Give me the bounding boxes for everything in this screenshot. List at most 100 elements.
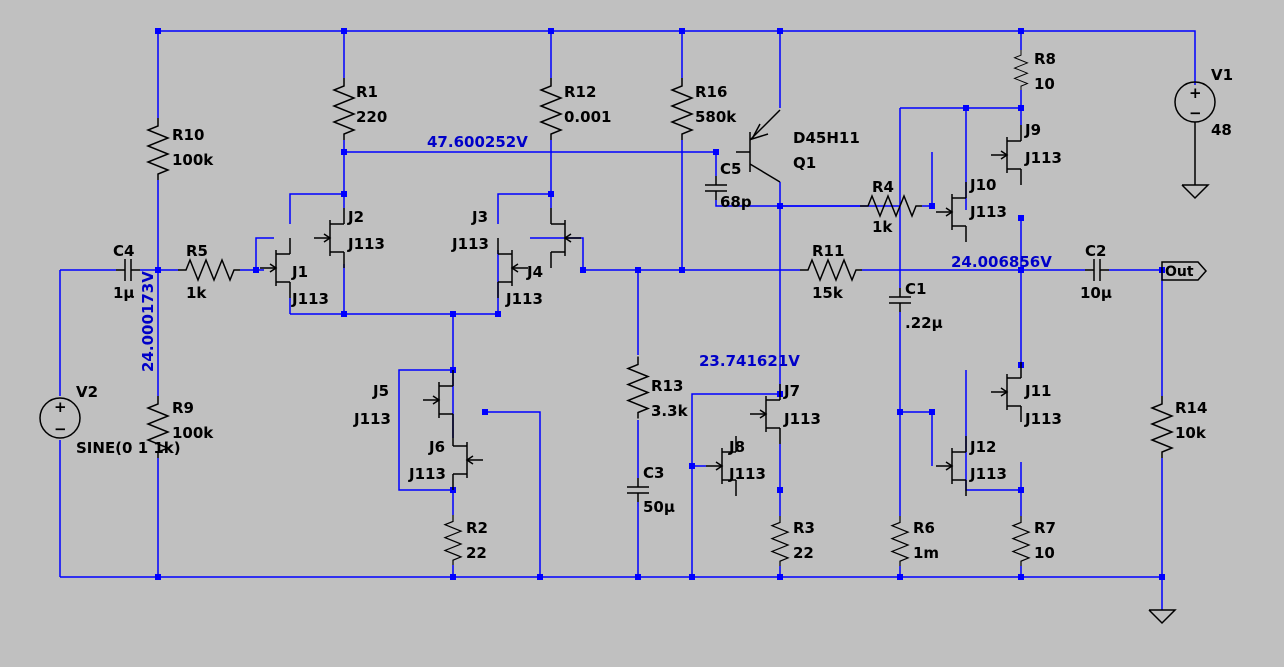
bjt-q1-symbol[interactable]: [736, 109, 781, 183]
c5-value: 68p: [720, 193, 752, 211]
jfet-j11-symbol[interactable]: [990, 361, 1022, 423]
voltage-source-v2-symbol[interactable]: + −: [39, 397, 81, 439]
jfet-j2-symbol[interactable]: [313, 207, 345, 269]
resistor-r6-symbol[interactable]: [891, 515, 909, 567]
node-voltage-labels: 47.600252V 24.000173V 23.741621V 24.0068…: [139, 133, 1052, 372]
voltage-source-v1-symbol[interactable]: + −: [1174, 81, 1216, 185]
j4-ref: J4: [526, 263, 543, 281]
component-labels: R1 220 R12 0.001 R16 580k R10 100k R9 10…: [76, 50, 1233, 562]
resistor-r16-symbol[interactable]: [671, 77, 693, 141]
resistor-r13-symbol[interactable]: [627, 355, 649, 420]
c1-ref: C1: [905, 280, 926, 298]
r6-value: 1m: [913, 544, 939, 562]
v1-plus-sign: +: [1189, 84, 1202, 102]
jfet-j7-symbol[interactable]: [749, 383, 781, 445]
c1-value: .22µ: [905, 314, 943, 332]
v2-plus-sign: +: [54, 398, 67, 416]
r13-value: 3.3k: [651, 402, 689, 420]
j1-ref: J1: [291, 263, 308, 281]
resistor-r11-symbol[interactable]: [799, 259, 863, 281]
resistor-r1-symbol[interactable]: [333, 77, 355, 141]
j2-ref: J2: [347, 208, 364, 226]
resistor-r12-symbol[interactable]: [540, 77, 562, 141]
jfet-j12-symbol[interactable]: [935, 435, 967, 497]
r16-ref: R16: [695, 83, 727, 101]
resistor-r5-symbol[interactable]: [177, 259, 241, 281]
bias-node-voltage: 47.600252V: [427, 133, 528, 151]
out-net-flag[interactable]: Out: [1161, 261, 1208, 281]
j3-ref: J3: [471, 208, 488, 226]
resistor-r7-symbol[interactable]: [1012, 515, 1030, 567]
r12-ref: R12: [564, 83, 596, 101]
r14-ref: R14: [1175, 399, 1207, 417]
j1-value: J113: [291, 290, 329, 308]
r12-value: 0.001: [564, 108, 611, 126]
j6-ref: J6: [428, 438, 445, 456]
jfet-j5-symbol[interactable]: [422, 369, 454, 431]
c3-value: 50µ: [643, 498, 675, 516]
r7-ref: R7: [1034, 519, 1056, 537]
q1-ref: Q1: [793, 154, 816, 172]
c5-ref: C5: [720, 160, 741, 178]
r13-ref: R13: [651, 377, 683, 395]
r2-ref: R2: [466, 519, 488, 537]
r14-value: 10k: [1175, 424, 1207, 442]
r1-value: 220: [356, 108, 387, 126]
r2-value: 22: [466, 544, 487, 562]
j7-value: J113: [783, 410, 821, 428]
j8-ref: J8: [728, 438, 745, 456]
jfet-j6-symbol[interactable]: [452, 429, 484, 491]
capacitor-c2-symbol[interactable]: [1084, 258, 1110, 282]
r11-ref: R11: [812, 242, 844, 260]
v2-ref: V2: [76, 383, 98, 401]
r6-ref: R6: [913, 519, 935, 537]
resistor-r8-symbol[interactable]: [1013, 49, 1029, 91]
out-flag-label: Out: [1165, 264, 1194, 280]
r16-value: 580k: [695, 108, 737, 126]
wires: [59, 30, 1196, 610]
j6-value: J113: [408, 465, 446, 483]
r1-ref: R1: [356, 83, 378, 101]
input-node-voltage: 24.000173V: [139, 271, 157, 372]
j9-ref: J9: [1024, 121, 1041, 139]
j4-value: J113: [505, 290, 543, 308]
v2-minus-sign: −: [54, 420, 67, 438]
jfet-j1-symbol[interactable]: [259, 237, 291, 299]
r4-ref: R4: [872, 178, 894, 196]
r5-value: 1k: [186, 284, 207, 302]
j3-value: J113: [451, 235, 489, 253]
resistor-r10-symbol[interactable]: [147, 117, 169, 181]
jfet-j10-symbol[interactable]: [935, 181, 967, 243]
r8-ref: R8: [1034, 50, 1056, 68]
c3-ref: C3: [643, 464, 664, 482]
j12-ref: J12: [969, 438, 996, 456]
j10-ref: J10: [969, 176, 996, 194]
v1-value: 48: [1211, 121, 1232, 139]
c4-ref: C4: [113, 242, 134, 260]
r10-value: 100k: [172, 151, 214, 169]
v1-ref: V1: [1211, 66, 1233, 84]
jfet-j4-symbol[interactable]: [497, 237, 529, 299]
r8-value: 10: [1034, 75, 1055, 93]
v2-value: SINE(0 1 1k): [76, 439, 181, 457]
resistor-r2-symbol[interactable]: [444, 514, 462, 566]
j12-value: J113: [969, 465, 1007, 483]
r5-ref: R5: [186, 242, 208, 260]
v1-minus-sign: −: [1189, 104, 1202, 122]
j5-value: J113: [353, 410, 391, 428]
c2-ref: C2: [1085, 242, 1106, 260]
j11-ref: J11: [1024, 382, 1051, 400]
j8-value: J113: [728, 465, 766, 483]
capacitor-c4-symbol[interactable]: [115, 258, 141, 282]
ground-icon: [1181, 184, 1209, 199]
j2-value: J113: [347, 235, 385, 253]
resistor-r14-symbol[interactable]: [1151, 395, 1173, 459]
c2-value: 10µ: [1080, 284, 1112, 302]
resistor-r3-symbol[interactable]: [771, 515, 789, 567]
c4-value: 1µ: [113, 284, 134, 302]
r4-value: 1k: [872, 218, 893, 236]
q1-value: D45H11: [793, 129, 860, 147]
r7-value: 10: [1034, 544, 1055, 562]
r11-value: 15k: [812, 284, 844, 302]
